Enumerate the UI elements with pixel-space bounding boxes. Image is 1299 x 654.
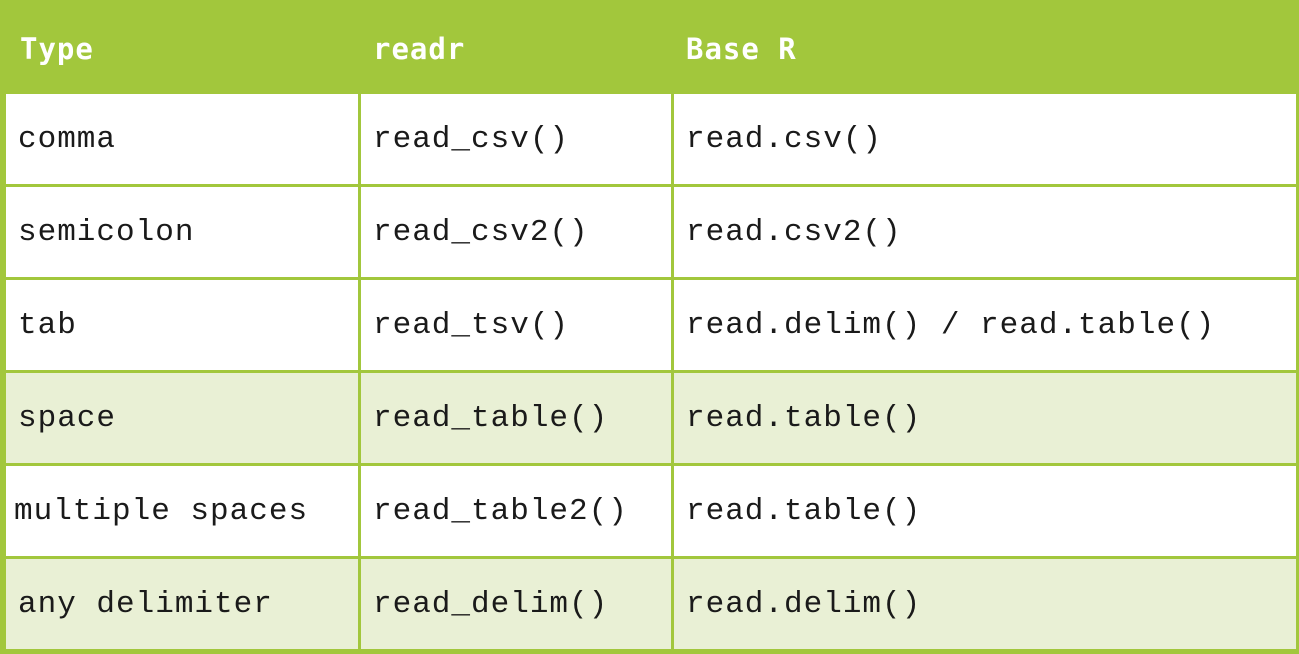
cell-base-r: read.delim() / read.table() [671,277,1299,373]
cell-type: comma [3,91,361,187]
table-row: multiple spaces read_table2() read.table… [3,463,1299,559]
cell-type: tab [3,277,361,373]
cell-type: multiple spaces [3,463,361,559]
header-type: Type [3,3,361,94]
cell-base-r: read.table() [671,463,1299,559]
cell-base-r: read.csv2() [671,184,1299,280]
cell-type: any delimiter [3,556,361,652]
table-body: comma read_csv() read.csv() semicolon re… [3,91,1299,652]
cell-base-r: read.table() [671,370,1299,466]
table-row: comma read_csv() read.csv() [3,91,1299,187]
cell-readr: read_csv() [358,91,674,187]
cell-type: semicolon [3,184,361,280]
cell-readr: read_csv2() [358,184,674,280]
cell-readr: read_tsv() [358,277,674,373]
table-row: semicolon read_csv2() read.csv2() [3,184,1299,280]
delimiter-function-table: Type readr Base R comma read_csv() read.… [3,3,1299,652]
table-row: tab read_tsv() read.delim() / read.table… [3,277,1299,373]
cell-base-r: read.delim() [671,556,1299,652]
header-readr: readr [358,3,674,94]
cell-readr: read_delim() [358,556,674,652]
cell-readr: read_table2() [358,463,674,559]
table-row: space read_table() read.table() [3,370,1299,466]
header-base-r: Base R [671,3,1299,94]
cell-base-r: read.csv() [671,91,1299,187]
table-header: Type readr Base R [3,3,1299,94]
header-row: Type readr Base R [3,3,1299,94]
cell-type: space [3,370,361,466]
table-row: any delimiter read_delim() read.delim() [3,556,1299,652]
cell-readr: read_table() [358,370,674,466]
